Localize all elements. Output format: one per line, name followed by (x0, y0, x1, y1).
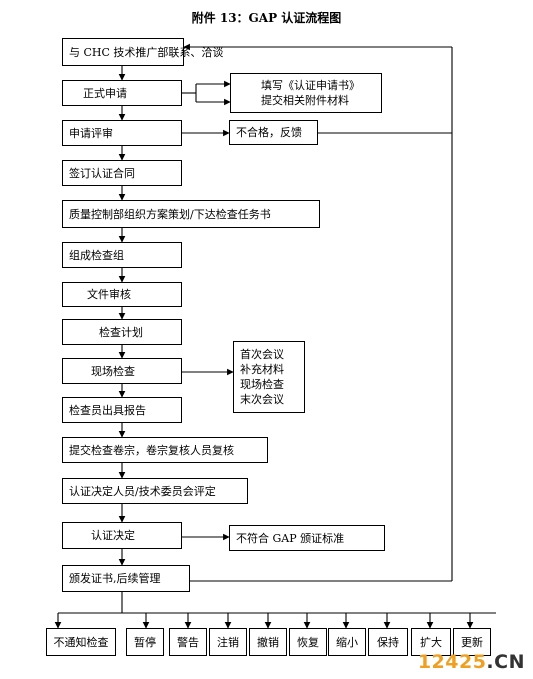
inspection-item: 末次会议 (240, 393, 284, 406)
site-watermark: 12425.CN (418, 651, 525, 673)
application-docs-box: 填写《认证申请书》 提交相关附件材料 (230, 73, 382, 113)
outcome-reduce: 缩小 (328, 628, 366, 656)
step-contract: 签订认证合同 (62, 160, 182, 186)
step-issue-certificate: 颁发证书,后续管理 (62, 565, 190, 592)
outcome-suspend: 暂停 (126, 628, 164, 656)
step-inspector-report: 检查员出具报告 (62, 397, 182, 423)
decision-fail-box: 不符合 GAP 颁证标准 (229, 525, 385, 551)
outcome-warning: 警告 (169, 628, 207, 656)
step-review: 申请评审 (62, 120, 182, 146)
step-contact: 与 CHC 技术推广部联系、洽谈 (62, 38, 223, 66)
step-doc-audit: 文件审核 (62, 282, 182, 307)
step-committee-evaluation: 认证决定人员/技术委员会评定 (62, 478, 248, 504)
step-decision: 认证决定 (62, 522, 182, 549)
inspection-item: 补充材料 (240, 363, 284, 376)
step-apply: 正式申请 (62, 80, 182, 106)
watermark-number: 12425 (417, 651, 487, 673)
outcome-maintain: 保持 (368, 628, 408, 656)
review-fail-box: 不合格，反馈 (229, 120, 318, 145)
step-onsite-inspection: 现场检查 (62, 358, 182, 384)
outcome-unannounced-inspection: 不通知检查 (46, 628, 116, 656)
inspection-items-box: 首次会议 补充材料 现场检查 末次会议 (233, 341, 305, 413)
inspection-item: 现场检查 (240, 378, 284, 391)
watermark-domain: .CN (486, 651, 525, 673)
outcome-revoke: 撤销 (249, 628, 287, 656)
application-docs-item: 填写《认证申请书》 (261, 79, 360, 92)
outcome-expand: 扩大 (411, 628, 451, 656)
application-docs-item: 提交相关附件材料 (261, 94, 349, 107)
outcome-restore: 恢复 (289, 628, 327, 656)
step-form-team: 组成检查组 (62, 242, 182, 268)
inspection-item: 首次会议 (240, 348, 284, 361)
outcome-cancel: 注销 (209, 628, 247, 656)
page-title: 附件 13：GAP 认证流程图 (191, 11, 342, 25)
outcome-renew: 更新 (453, 628, 491, 656)
step-dossier-review: 提交检查卷宗，卷宗复核人员复核 (62, 437, 268, 463)
step-inspection-plan: 检查计划 (62, 319, 182, 345)
step-planning: 质量控制部组织方案策划/下达检查任务书 (62, 200, 320, 228)
